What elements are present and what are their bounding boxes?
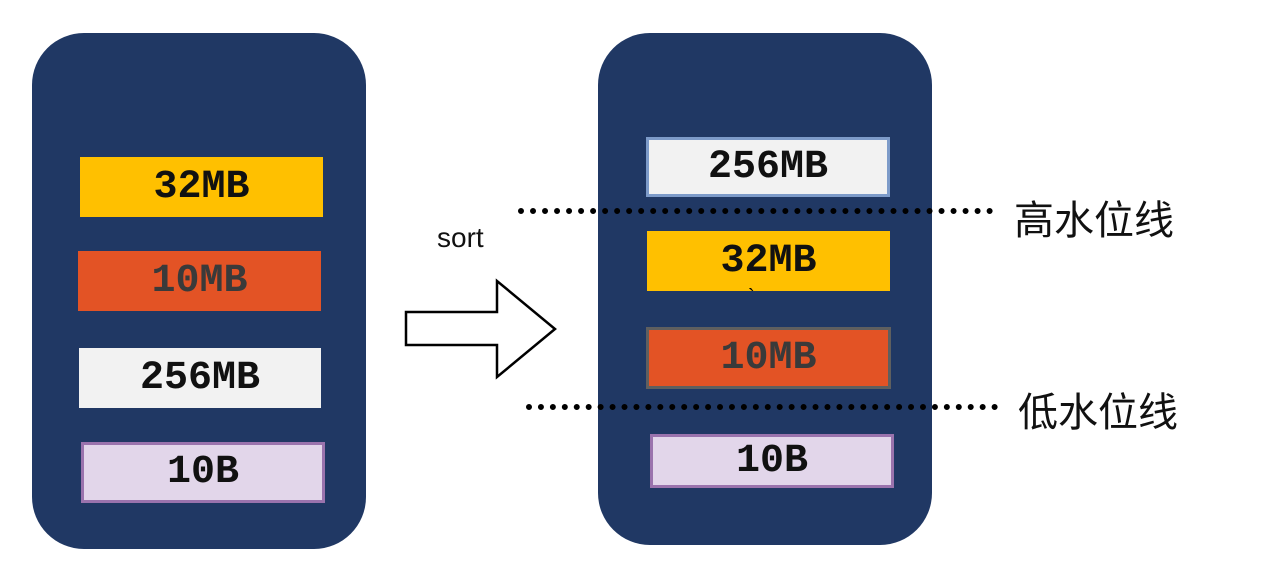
high-watermark-line	[518, 208, 993, 214]
low-watermark-line	[526, 404, 998, 410]
sort-label: sort	[437, 222, 484, 253]
block-10b: 10B	[650, 434, 894, 488]
block-10b: 10B	[81, 442, 325, 503]
block-10mb: 10MB	[78, 251, 321, 311]
block-32mb: 32MB	[647, 231, 890, 291]
low-watermark-label: 低水位线	[1018, 390, 1178, 436]
block-256mb: 256MB	[646, 137, 890, 197]
arrow-right-icon	[404, 278, 557, 380]
block-32mb: 32MB	[80, 157, 323, 217]
stray-mark: `	[748, 286, 755, 308]
high-watermark-label: 高水位线	[1014, 198, 1174, 244]
block-256mb: 256MB	[79, 348, 321, 408]
block-10mb: 10MB	[646, 327, 891, 389]
